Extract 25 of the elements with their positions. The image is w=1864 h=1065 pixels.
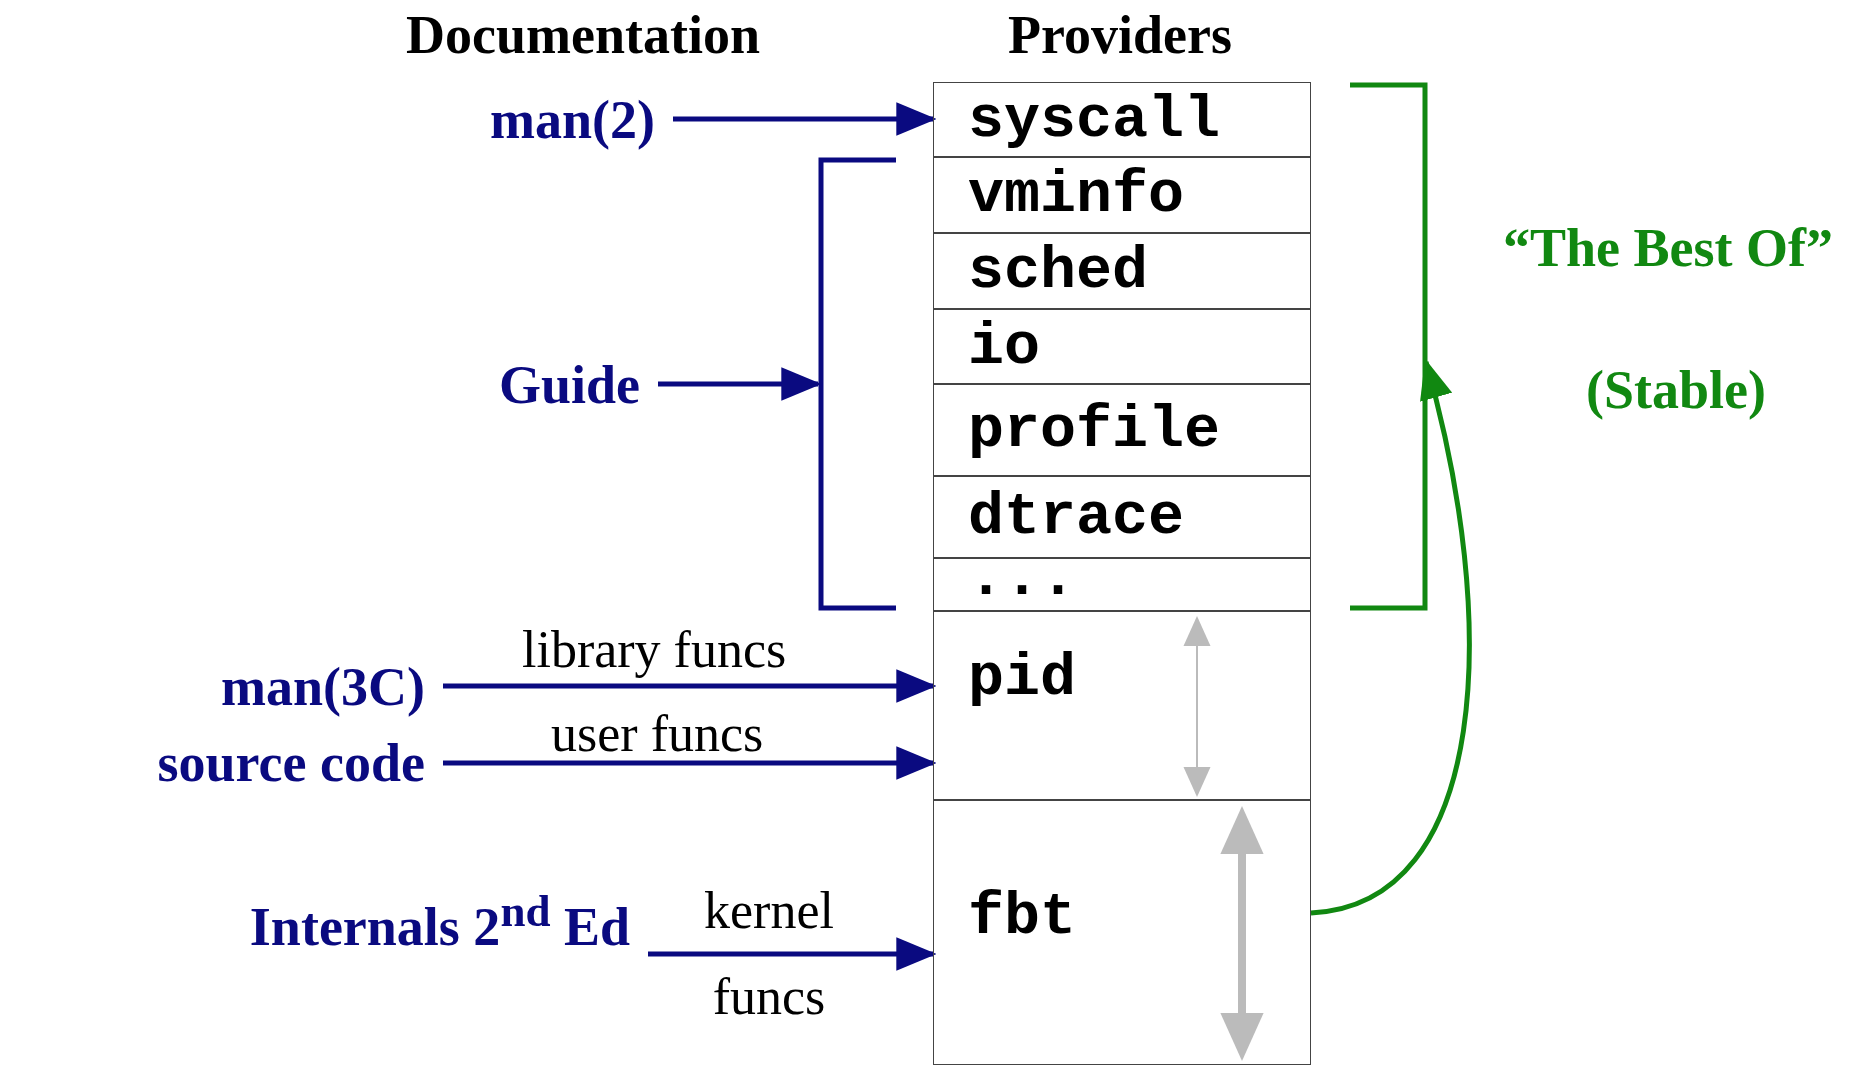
provider-row: io <box>933 309 1311 384</box>
column-heading: Documentation <box>406 8 760 62</box>
bracket-caption: “The Best Of” <box>1503 221 1833 275</box>
arrow <box>443 669 937 703</box>
bracket <box>818 157 896 611</box>
arrow <box>658 367 822 401</box>
doc-source-text: man(2) <box>440 85 655 155</box>
arrow <box>443 746 937 780</box>
provider-row: vminfo <box>933 157 1311 233</box>
provider-row: ... <box>933 558 1311 611</box>
doc-source-text: Guide <box>240 350 640 420</box>
edge-label: kernel funcs <box>703 881 835 1027</box>
provider-row: profile <box>933 384 1311 476</box>
doc-source-text: Internals 2$^{nd}$ Ed <box>200 885 630 957</box>
provider-row: pid <box>933 611 1311 800</box>
provider-row: dtrace <box>933 476 1311 558</box>
provider-row: fbt <box>933 800 1311 1065</box>
provider-row: syscall <box>933 82 1311 157</box>
bracket <box>1350 82 1428 611</box>
provider-row: sched <box>933 233 1311 309</box>
column-heading: Providers <box>1008 8 1232 62</box>
arrow <box>648 937 937 971</box>
doc-source-text: source code <box>40 728 425 798</box>
arrow <box>673 102 937 136</box>
doc-source-text: man(3C) <box>150 652 425 722</box>
